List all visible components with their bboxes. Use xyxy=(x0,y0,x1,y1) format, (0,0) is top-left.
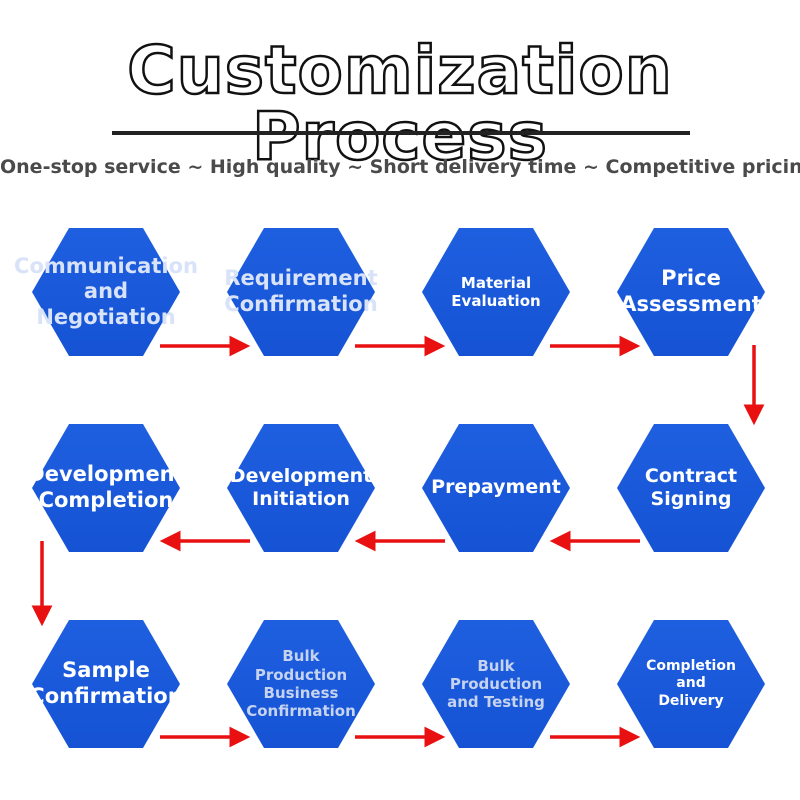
step-label-7: Development Initiation xyxy=(229,464,373,510)
step-label-4: Price Assessment xyxy=(620,266,762,316)
step-label-10: Bulk Production Business Confirmation xyxy=(246,647,356,721)
step-label-5: Contract Signing xyxy=(644,464,738,510)
step-hexagon-5 xyxy=(617,424,765,552)
title-underline xyxy=(112,131,690,135)
step-label-8: Development Completion xyxy=(27,462,185,512)
step-label-11: Bulk Production and Testing xyxy=(447,656,545,712)
page-subtitle: One-stop service ~ High quality ~ Short … xyxy=(0,156,800,178)
page-title: Customization Process xyxy=(126,32,673,175)
step-label-6: Prepayment xyxy=(431,476,561,499)
step-hexagon-12 xyxy=(617,620,765,748)
step-label-2: Requirement Confirmation xyxy=(224,266,378,316)
step-hexagon-4 xyxy=(617,228,765,356)
step-label-1: Communication and Negotiation xyxy=(14,253,198,329)
step-label-3: Material Evaluation xyxy=(451,273,541,310)
step-label-12: Completion and Delivery xyxy=(646,658,736,709)
step-label-9: Sample Confirmation xyxy=(29,658,183,708)
